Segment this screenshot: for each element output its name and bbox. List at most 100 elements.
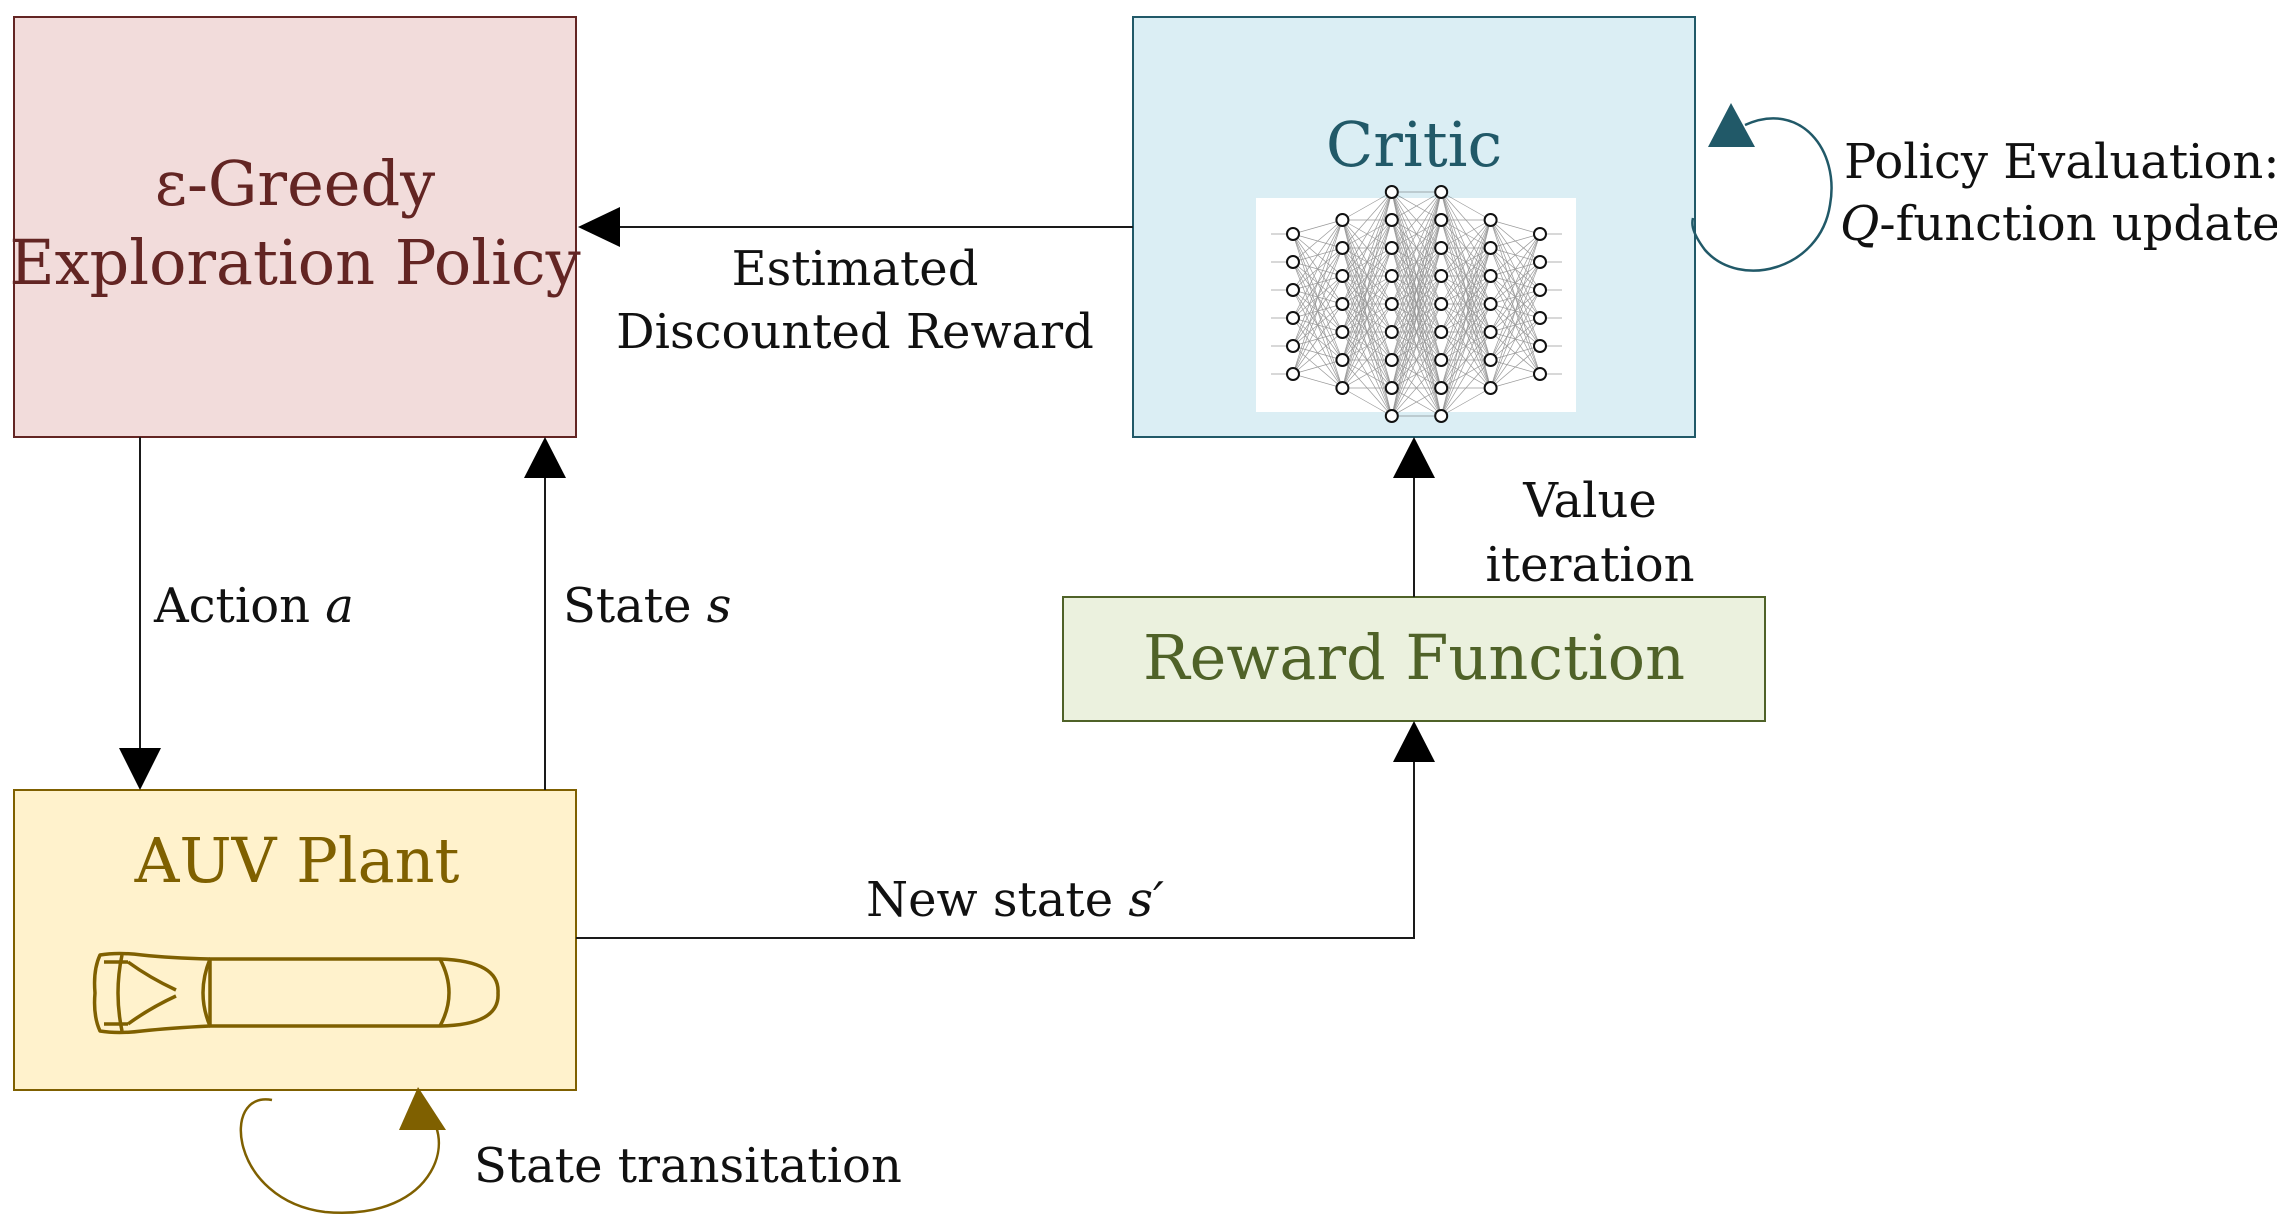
neural-network-icon	[1256, 185, 1576, 423]
nn-node	[1533, 339, 1547, 353]
nn-edge	[1342, 331, 1393, 389]
nn-edge	[1391, 219, 1442, 417]
nn-edge	[1391, 191, 1442, 333]
auv-self-loop	[239, 1087, 446, 1214]
nn-edge	[1391, 191, 1442, 249]
critic-title: Critic	[1326, 108, 1502, 181]
new-state-label-text: New state	[866, 872, 1113, 928]
nn-node	[1286, 311, 1300, 325]
nn-edge	[1490, 233, 1541, 277]
auv-vehicle-icon	[92, 951, 500, 1035]
nn-edge	[1391, 191, 1442, 361]
nn-node	[1434, 213, 1449, 227]
nn-edge	[1490, 345, 1541, 389]
nn-edge	[1342, 191, 1393, 389]
auv-title: AUV Plant	[134, 824, 460, 897]
nn-edge	[1441, 191, 1491, 221]
nn-edge	[1342, 303, 1393, 389]
nn-edge	[1391, 359, 1442, 417]
nn-edge	[1441, 387, 1491, 417]
nn-edge	[1342, 191, 1393, 305]
critic-block: Critic	[1132, 16, 1696, 438]
nn-edge	[1292, 247, 1343, 375]
policy-title-line1: ε-Greedy	[155, 147, 435, 220]
action-label-text: Action	[153, 578, 310, 634]
nn-edge	[1292, 303, 1343, 375]
nn-edge	[1440, 219, 1491, 333]
nn-node	[1335, 213, 1350, 227]
nn-edge	[1342, 387, 1392, 417]
nn-edge	[1391, 191, 1442, 221]
nn-edge	[1440, 219, 1491, 389]
reward-block: Reward Function	[1062, 596, 1766, 722]
nn-edge	[1292, 373, 1343, 389]
new-state-arrowhead	[1393, 721, 1435, 762]
nn-edge	[1490, 317, 1541, 389]
nn-node	[1434, 409, 1449, 423]
nn-edge	[1342, 219, 1393, 389]
nn-node	[1483, 381, 1498, 395]
policy-evaluation-label-line2: Q-function update	[1840, 196, 2277, 252]
state-label-var: s	[707, 578, 732, 634]
nn-node	[1434, 381, 1449, 395]
nn-edge	[1391, 303, 1442, 417]
nn-node	[1335, 269, 1350, 283]
nn-edge	[1440, 359, 1491, 417]
state-arrowhead	[524, 437, 566, 478]
nn-edge	[1391, 387, 1442, 417]
policy-block: ε-Greedy Exploration Policy	[9, 16, 581, 438]
nn-node	[1384, 381, 1399, 395]
action-arrowhead	[119, 748, 161, 790]
nn-edge	[1440, 219, 1491, 417]
nn-edge	[1440, 219, 1491, 361]
nn-edge	[1391, 331, 1442, 417]
nn-node	[1286, 339, 1300, 353]
nn-edge	[1391, 275, 1442, 417]
nn-node	[1483, 325, 1498, 339]
nn-node	[1384, 297, 1399, 311]
estimated-reward-arrowhead	[578, 207, 620, 247]
nn-edge	[1292, 219, 1343, 319]
nn-edge	[1342, 191, 1393, 361]
nn-node	[1335, 297, 1350, 311]
nn-edge	[1440, 219, 1491, 277]
estimated-reward-label-line2: Discounted Reward	[616, 304, 1094, 360]
auv-loop-arrowhead	[399, 1087, 446, 1130]
nn-node	[1434, 297, 1449, 311]
nn-edge	[1490, 233, 1541, 305]
nn-edge	[1490, 289, 1541, 389]
nn-node	[1335, 241, 1350, 255]
nn-node	[1533, 227, 1547, 241]
state-label: State s	[563, 578, 731, 634]
nn-edge	[1441, 219, 1491, 249]
nn-node	[1483, 241, 1498, 255]
nn-node	[1384, 241, 1399, 255]
nn-node	[1434, 269, 1449, 283]
nn-edge	[1440, 303, 1491, 417]
nn-edge	[1292, 331, 1343, 375]
new-state-label-var: s′	[1128, 872, 1164, 928]
nn-node	[1384, 213, 1399, 227]
nn-node	[1286, 283, 1300, 297]
nn-node	[1533, 283, 1547, 297]
action-label: Action a	[153, 578, 354, 634]
value-iteration-label-line1: Value	[1522, 473, 1657, 529]
nn-node	[1483, 269, 1498, 283]
nn-node	[1434, 241, 1449, 255]
connector-lines	[139, 226, 1415, 939]
nn-edge	[1490, 233, 1541, 361]
nn-edge	[1342, 191, 1393, 277]
nn-node	[1434, 325, 1449, 339]
nn-edge	[1391, 191, 1442, 417]
nn-node	[1533, 367, 1547, 381]
nn-edge	[1292, 219, 1343, 291]
nn-node	[1384, 185, 1399, 199]
nn-node	[1335, 353, 1350, 367]
nn-edge	[1490, 373, 1541, 389]
nn-edge	[1490, 219, 1541, 235]
nn-edge	[1292, 359, 1343, 375]
nn-edge	[1391, 247, 1442, 417]
policy-evaluation-rest: -function update	[1879, 196, 2277, 252]
nn-node	[1384, 325, 1399, 339]
